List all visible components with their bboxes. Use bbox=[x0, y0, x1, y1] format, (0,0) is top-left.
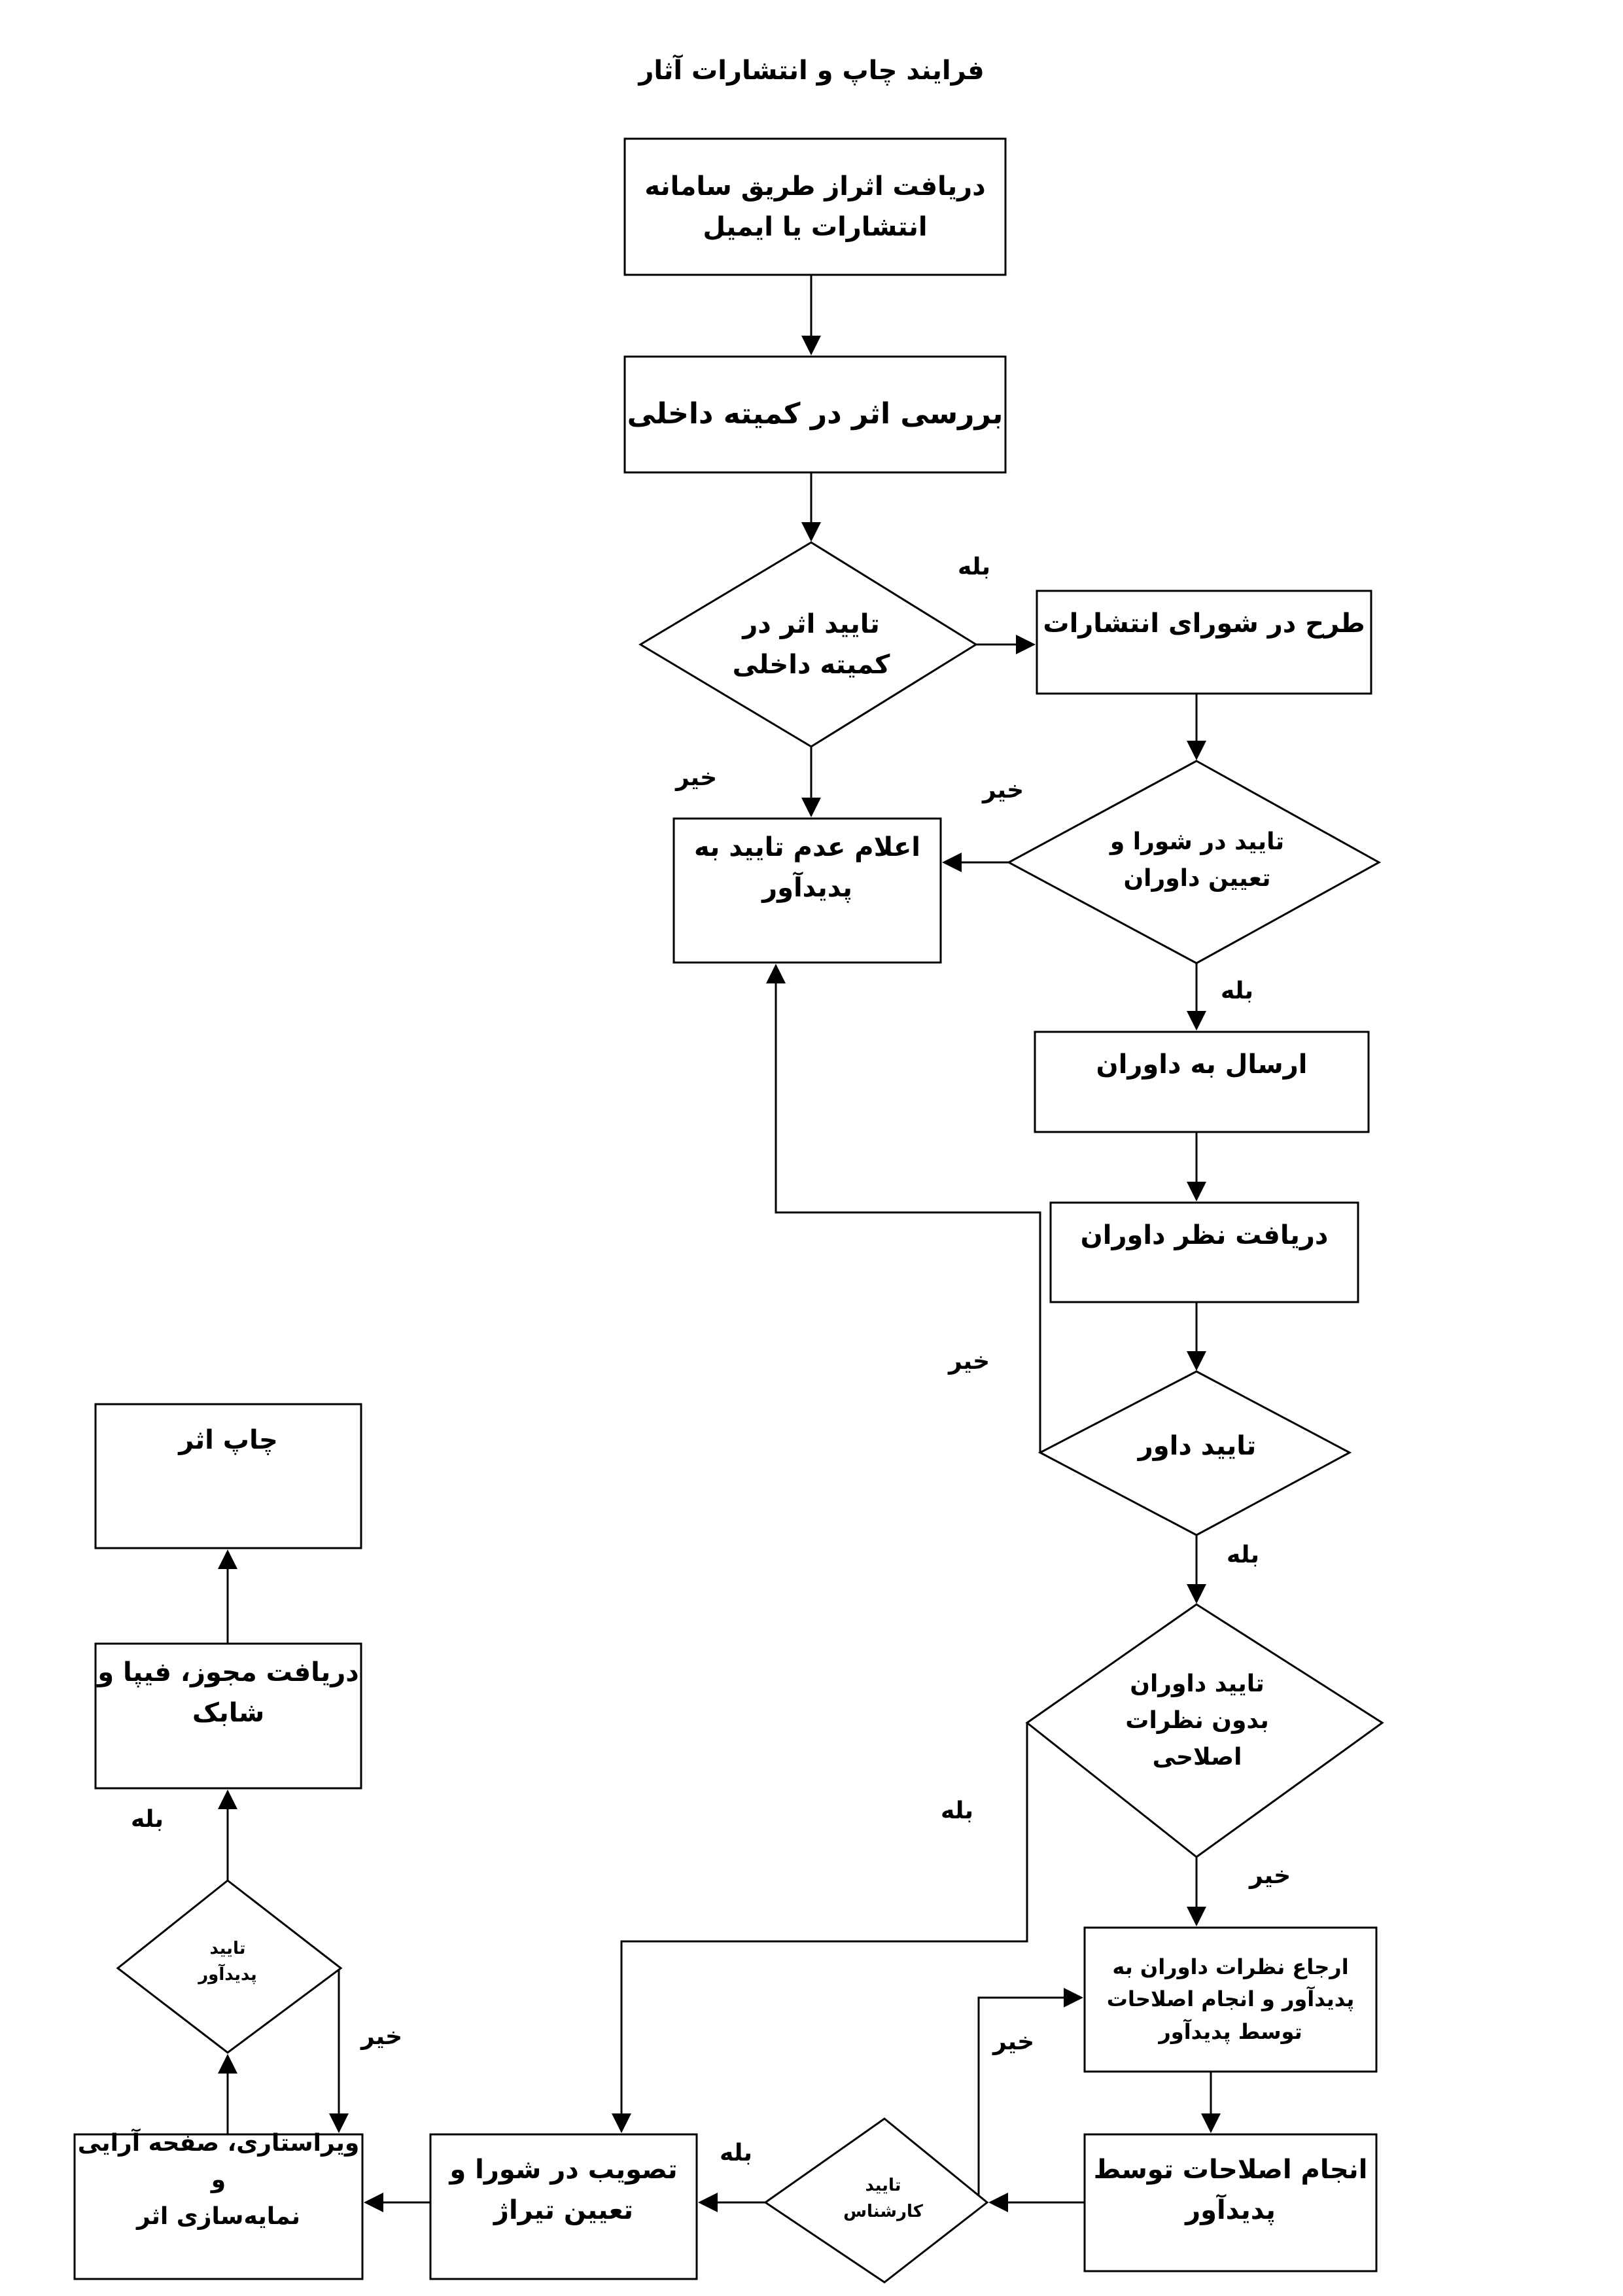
yes-label-reviewer: بله bbox=[1227, 1542, 1260, 1568]
review-box bbox=[623, 355, 1007, 474]
review-text: بررسی اثر در کمیته داخلی bbox=[627, 397, 1003, 431]
expert-approve-text: تایید کارشناس bbox=[843, 2175, 923, 2221]
author-approve-diamond bbox=[116, 1879, 343, 2054]
announce-reject-box bbox=[672, 817, 942, 964]
no-label-author: خیر bbox=[361, 2023, 403, 2050]
author-approve-text: تایید پدیدآور bbox=[198, 1938, 257, 1985]
no-label-noedits: خیر bbox=[1249, 1862, 1291, 1889]
council-ratify-box bbox=[429, 2133, 698, 2280]
no-label-internal: خیر bbox=[676, 764, 718, 791]
council-plan-text: طرح در شورای انتشارات bbox=[1043, 609, 1365, 639]
receive-opinion-text: دریافت نظر داوران bbox=[1080, 1220, 1329, 1250]
approve-internal-text: تایید اثر در کمیته داخلی bbox=[732, 609, 890, 680]
no-label-expert: خیر bbox=[993, 2028, 1035, 2055]
yes-label-internal: بله bbox=[958, 554, 991, 580]
send-reviewers-box bbox=[1034, 1031, 1370, 1133]
council-plan-box bbox=[1036, 590, 1372, 695]
receive-text: دریافت اثراز طریق سامانه انتشارات یا ایم… bbox=[644, 171, 986, 242]
approve-no-edits-text: تایید داوران بدون نظرات اصلاحی bbox=[1125, 1670, 1269, 1771]
print-box bbox=[94, 1403, 362, 1549]
license-text: دریافت مجوز، فیپا و شابک bbox=[97, 1657, 359, 1728]
expert-approve-diamond bbox=[763, 2117, 989, 2284]
arrow-noedits-ratify bbox=[612, 1723, 1028, 2133]
yes-label-author: بله bbox=[131, 1806, 164, 1833]
edit-layout-box bbox=[73, 2133, 364, 2280]
council-ratify-text: تصویب در شورا و تعیین تیراژ bbox=[449, 2155, 678, 2225]
receive-box bbox=[623, 137, 1007, 276]
diagram-title: فرایند چاپ و انتشارات آثار bbox=[638, 56, 985, 86]
refer-comments-text: ارجاع نظرات داوران به پدیدآور و انجام اص… bbox=[1106, 1954, 1355, 2044]
send-reviewers-text: ارسال به داوران bbox=[1096, 1050, 1308, 1080]
arrow-reviewer-reject bbox=[766, 964, 1041, 1453]
announce-reject-text: اعلام عدم تایید به پدیدآور bbox=[694, 832, 921, 903]
yes-label-noedits: بله bbox=[941, 1797, 974, 1824]
approve-council-text: تایید در شورا و تعیین داوران bbox=[1109, 828, 1285, 892]
refer-comments-box bbox=[1083, 1926, 1378, 2073]
receive-opinion-box bbox=[1049, 1201, 1359, 1303]
apply-edits-text: انجام اصلاحات توسط پدیدآور bbox=[1093, 2155, 1368, 2225]
arrow-expert-refer bbox=[977, 1988, 1083, 2196]
yes-label-council: بله bbox=[1221, 978, 1254, 1004]
edit-layout-text: ویراستاری، صفحه آرایی و نمایه‌سازی اثر bbox=[77, 2130, 360, 2230]
print-text: چاپ اثر bbox=[179, 1425, 278, 1455]
no-label-reviewer: خیر bbox=[949, 1348, 990, 1375]
approve-reviewer-text: تایید داور bbox=[1138, 1431, 1257, 1461]
no-label-council: خیر bbox=[983, 777, 1024, 804]
yes-label-expert: بله bbox=[720, 2140, 753, 2166]
